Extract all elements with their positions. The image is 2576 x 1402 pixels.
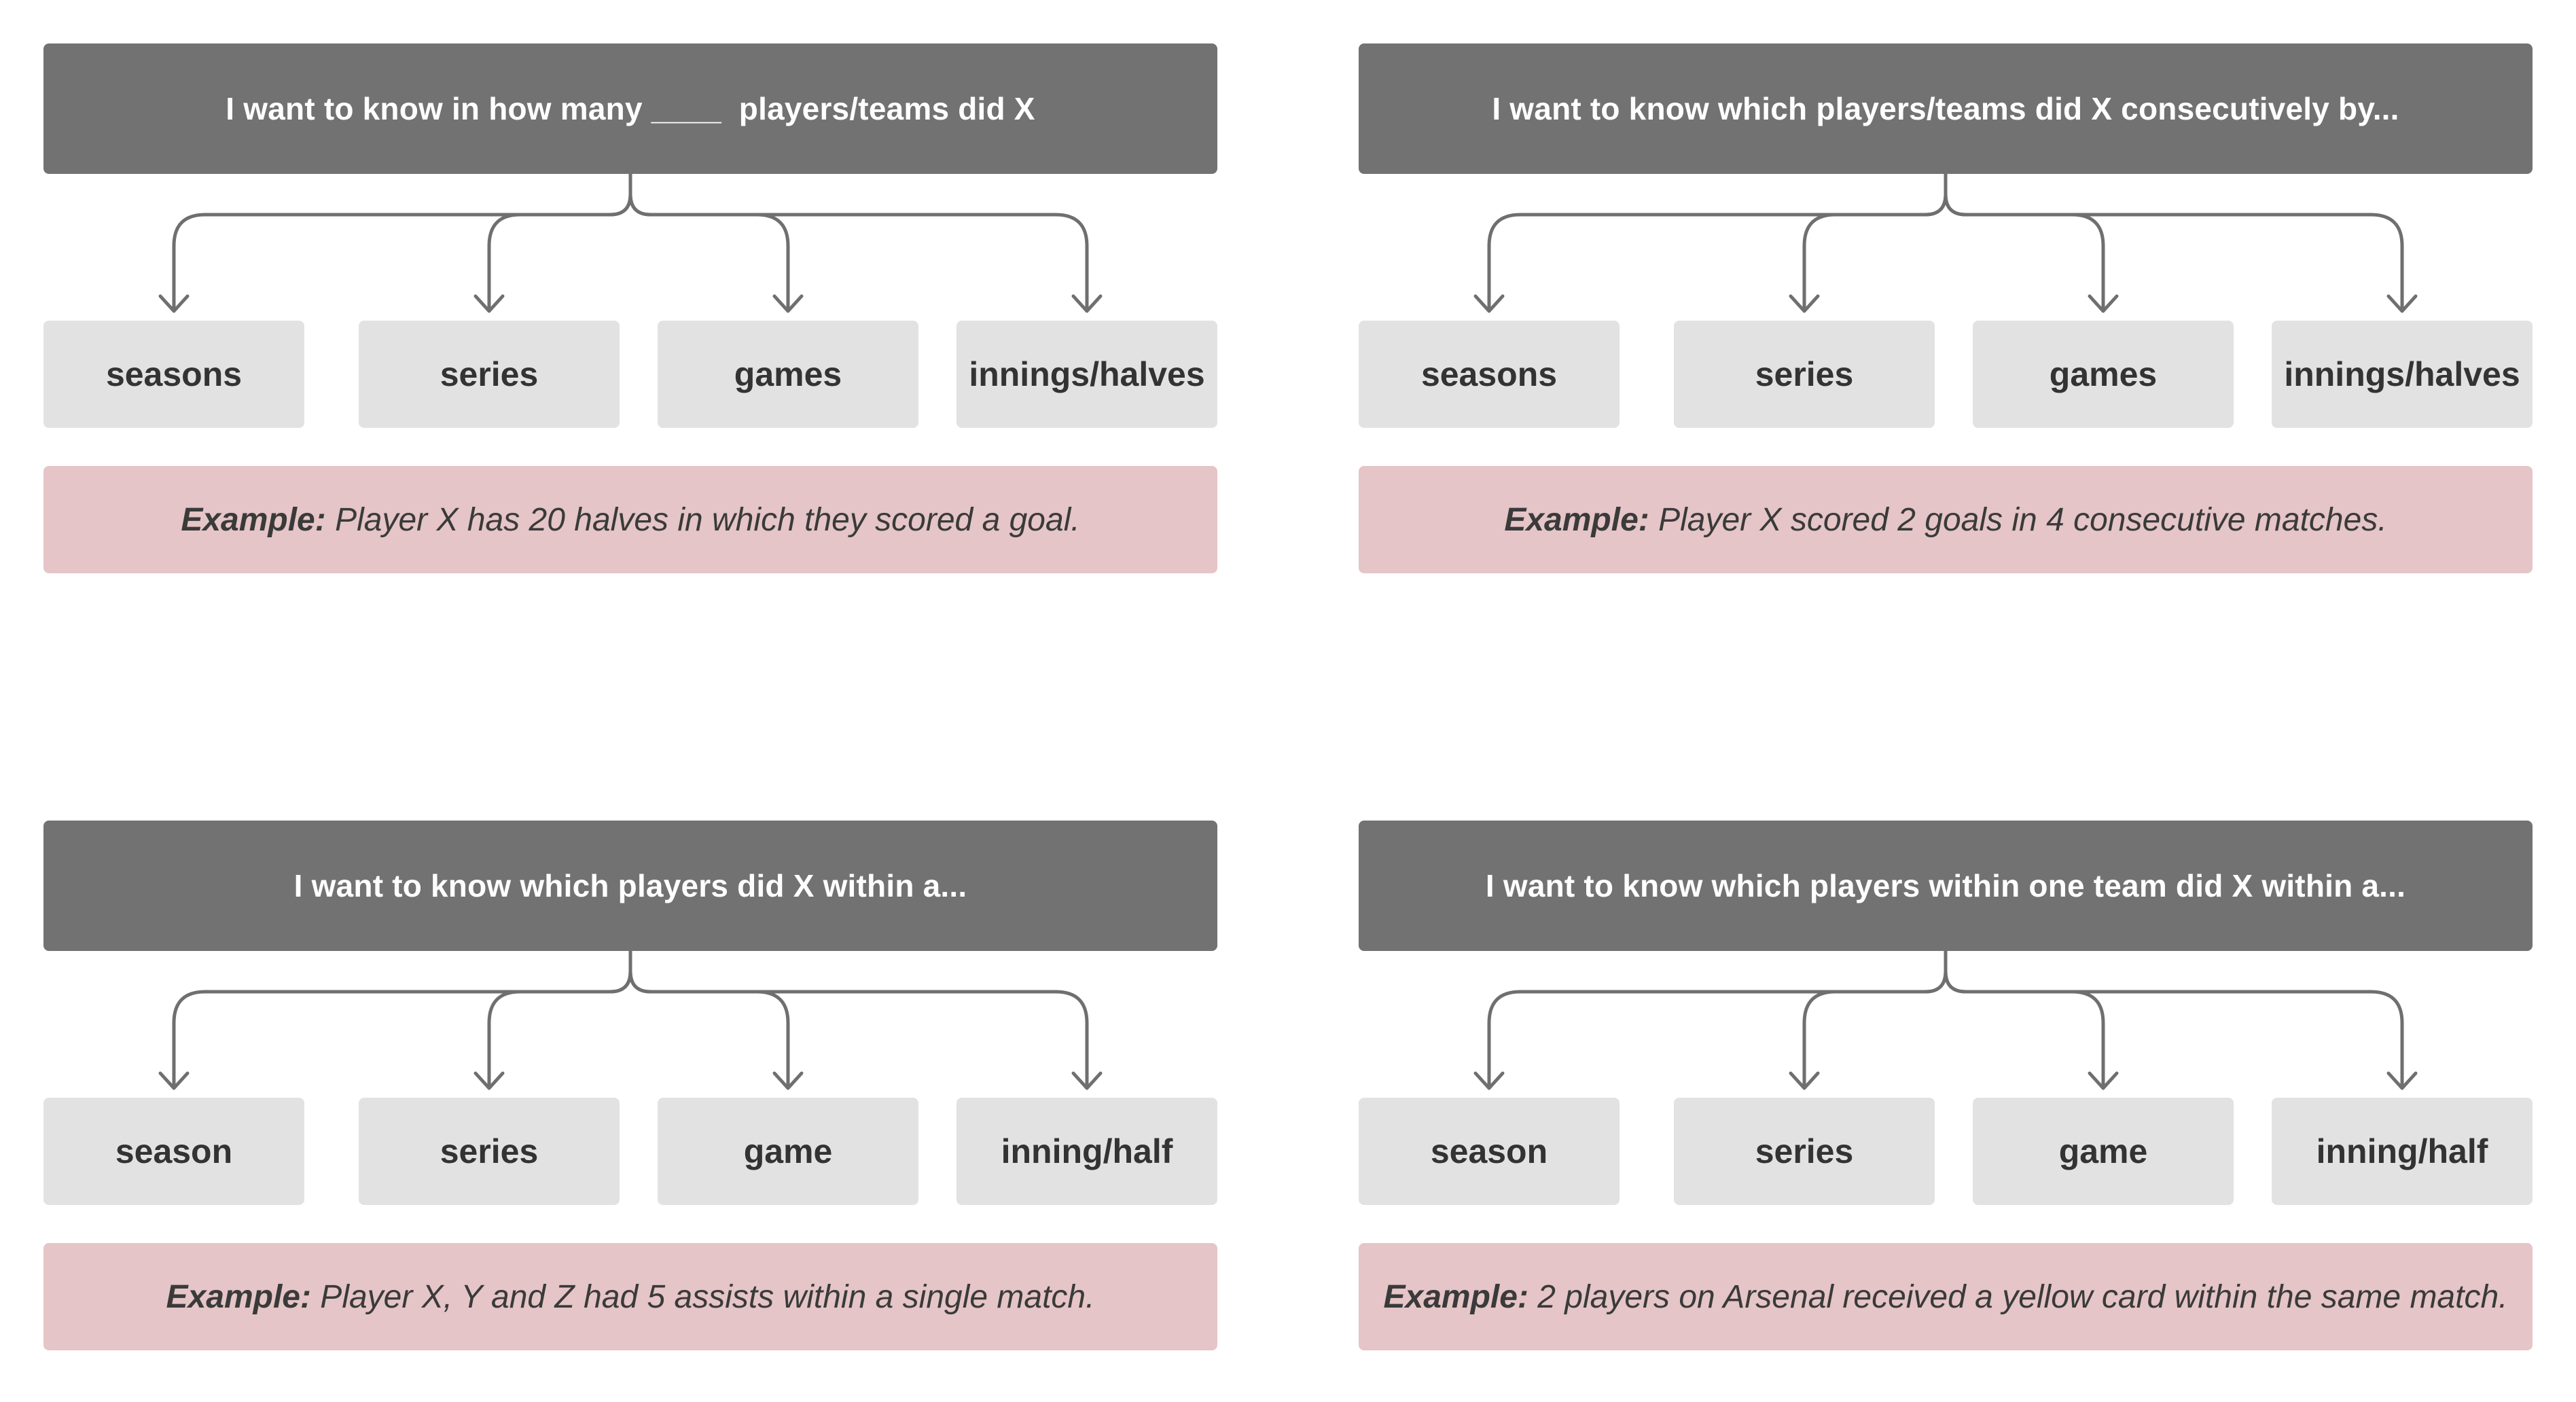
option-season: season bbox=[1359, 1098, 1620, 1205]
panel-within-team: I want to know which players within one … bbox=[1359, 821, 2533, 1350]
example-label: Example: bbox=[1383, 1278, 1528, 1315]
option-seasons: seasons bbox=[1359, 321, 1620, 428]
example-text: Player X scored 2 goals in 4 consecutive… bbox=[1649, 501, 2387, 538]
question-header: I want to know in how many ____ players/… bbox=[43, 43, 1217, 174]
example-box: Example: Player X scored 2 goals in 4 co… bbox=[1359, 466, 2533, 573]
example-label: Example: bbox=[166, 1278, 311, 1315]
example-box: Example: Player X has 20 halves in which… bbox=[43, 466, 1217, 573]
option-series: series bbox=[359, 1098, 620, 1205]
example-text: 2 players on Arsenal received a yellow c… bbox=[1528, 1278, 2508, 1315]
example-label: Example: bbox=[1504, 501, 1649, 538]
option-series: series bbox=[1674, 1098, 1935, 1205]
option-series: series bbox=[359, 321, 620, 428]
option-season: season bbox=[43, 1098, 304, 1205]
branch-connector bbox=[158, 951, 1103, 1090]
option-game: game bbox=[1973, 1098, 2234, 1205]
option-games: games bbox=[1973, 321, 2234, 428]
question-header: I want to know which players within one … bbox=[1359, 821, 2533, 951]
option-innings-halves: innings/halves bbox=[956, 321, 1217, 428]
panel-player-count: I want to know in how many ____ players/… bbox=[43, 43, 1217, 573]
question-header: I want to know which players/teams did X… bbox=[1359, 43, 2533, 174]
branch-connector bbox=[158, 174, 1103, 313]
option-seasons: seasons bbox=[43, 321, 304, 428]
question-header: I want to know which players did X withi… bbox=[43, 821, 1217, 951]
branch-connector bbox=[1473, 951, 2418, 1090]
example-text: Player X has 20 halves in which they sco… bbox=[325, 501, 1080, 538]
example-box: Example: 2 players on Arsenal received a… bbox=[1359, 1243, 2533, 1350]
panel-within-period: I want to know which players did X withi… bbox=[43, 821, 1217, 1350]
example-text: Player X, Y and Z had 5 assists within a… bbox=[310, 1278, 1095, 1315]
example-label: Example: bbox=[181, 501, 326, 538]
option-series: series bbox=[1674, 321, 1935, 428]
example-box: Example: Player X, Y and Z had 5 assists… bbox=[43, 1243, 1217, 1350]
option-game: game bbox=[658, 1098, 918, 1205]
option-inning-half: inning/half bbox=[2272, 1098, 2533, 1205]
panel-consecutive: I want to know which players/teams did X… bbox=[1359, 43, 2533, 573]
option-inning-half: inning/half bbox=[956, 1098, 1217, 1205]
branch-connector bbox=[1473, 174, 2418, 313]
option-games: games bbox=[658, 321, 918, 428]
option-innings-halves: innings/halves bbox=[2272, 321, 2533, 428]
